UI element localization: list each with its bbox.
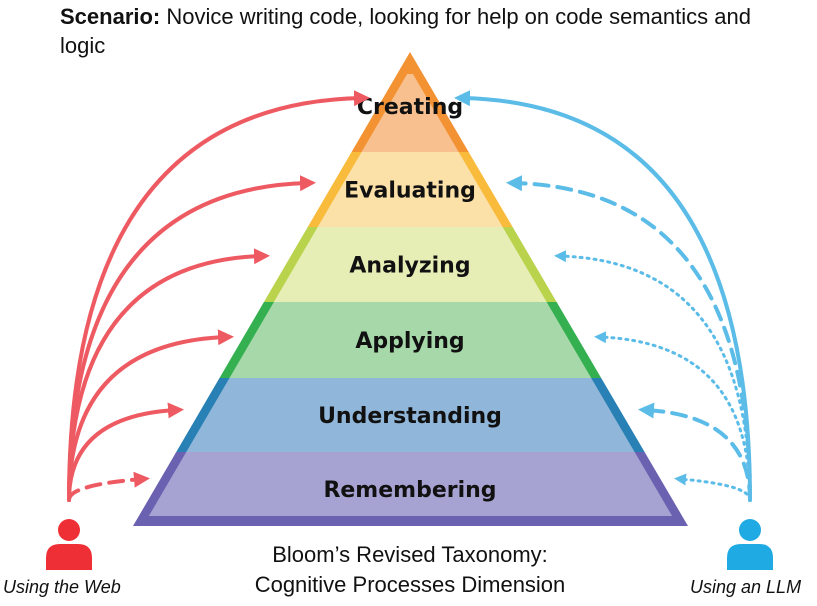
llm-user-label: Using an LLM bbox=[690, 577, 802, 597]
llm-arrow-remembering-dotted bbox=[674, 473, 752, 502]
level-fill-evaluating bbox=[317, 152, 503, 227]
level-fill-applying bbox=[229, 302, 592, 378]
pyramid-labels: CreatingEvaluatingAnalyzingApplyingUnder… bbox=[318, 95, 502, 503]
level-label-evaluating: Evaluating bbox=[344, 179, 476, 204]
llm-arrow-understanding-dashed bbox=[638, 402, 752, 502]
web-arrow-applying-solid bbox=[67, 329, 234, 502]
level-label-understanding: Understanding bbox=[318, 404, 502, 429]
llm-user-icon bbox=[727, 519, 773, 570]
web-arrow-analyzing-solid bbox=[67, 248, 270, 502]
caption-line-2: Cognitive Processes Dimension bbox=[254, 572, 566, 597]
web-user-label: Using the Web bbox=[3, 577, 121, 597]
web-arrow-understanding-solid bbox=[67, 402, 184, 502]
pyramid bbox=[133, 52, 688, 526]
level-label-creating: Creating bbox=[357, 95, 463, 120]
web-arrows bbox=[67, 90, 370, 502]
llm-arrow-evaluating-dashed bbox=[506, 175, 752, 502]
level-fill-creating bbox=[361, 74, 459, 152]
level-fill-remembering bbox=[148, 452, 673, 516]
level-label-analyzing: Analyzing bbox=[349, 254, 470, 279]
llm-arrow-applying-dotted bbox=[594, 331, 752, 502]
scenario-description: Novice writing code, looking for help on… bbox=[60, 4, 751, 58]
level-fill-analyzing bbox=[273, 227, 547, 302]
llm-arrow-creating-solid bbox=[454, 90, 752, 502]
scenario-text: Scenario: Novice writing code, looking f… bbox=[60, 2, 760, 60]
level-fill-understanding bbox=[186, 378, 635, 452]
level-label-applying: Applying bbox=[355, 329, 464, 354]
web-arrow-remembering-dashed bbox=[67, 471, 150, 502]
scenario-label: Scenario: bbox=[60, 4, 161, 29]
caption-line-1: Bloom’s Revised Taxonomy: bbox=[272, 542, 548, 567]
llm-arrows bbox=[454, 90, 752, 502]
level-label-remembering: Remembering bbox=[323, 478, 496, 503]
web-user-icon bbox=[46, 519, 92, 570]
llm-arrow-analyzing-dotted bbox=[554, 250, 752, 502]
web-arrow-creating-solid bbox=[67, 90, 370, 502]
